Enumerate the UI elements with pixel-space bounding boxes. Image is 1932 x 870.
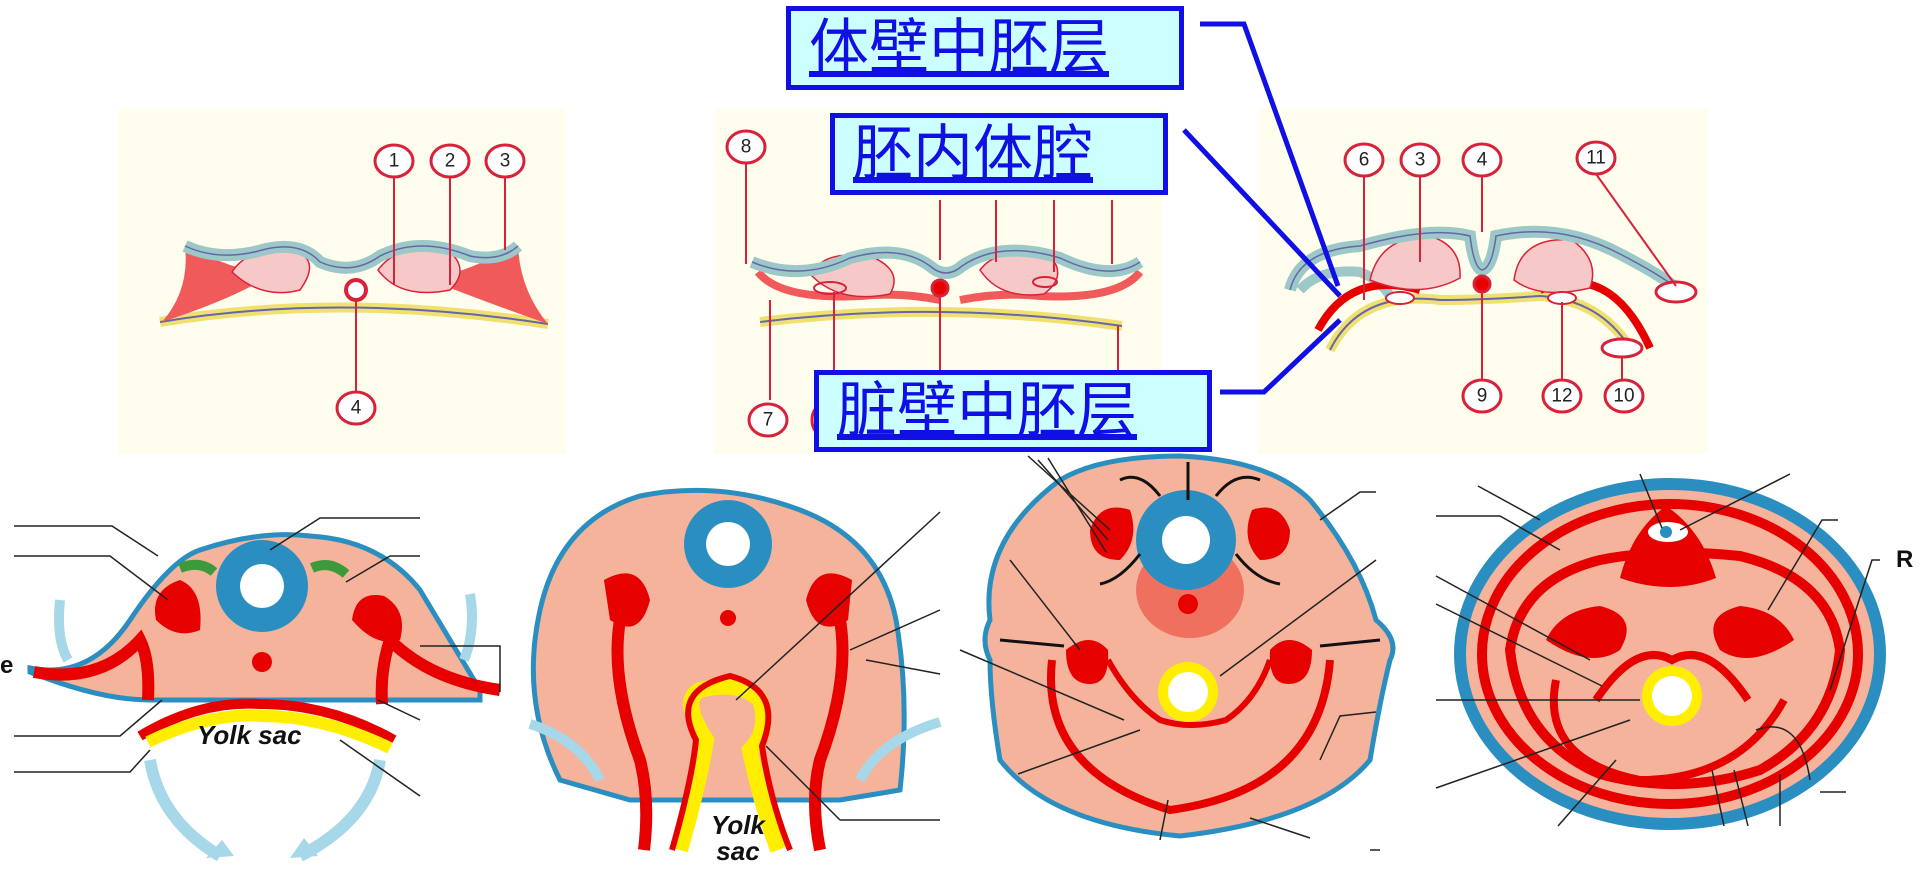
svg-text:10: 10 <box>1613 386 1634 407</box>
notochord-b2 <box>720 610 736 626</box>
edge-label-left: e <box>0 652 13 680</box>
label-3: 3 <box>486 145 524 177</box>
svg-text:4: 4 <box>351 398 362 419</box>
label-3b: 3 <box>1401 144 1439 176</box>
callout-somatic-mesoderm-text: 体壁中胚层 <box>809 18 1109 78</box>
label-10: 10 <box>1605 380 1643 412</box>
callout-splanchnic-mesoderm: 脏壁中胚层 <box>814 370 1212 452</box>
svg-text:1: 1 <box>389 151 400 172</box>
notochord <box>346 280 366 300</box>
label-12: 12 <box>1543 380 1581 412</box>
yolk-sac-label-2-line2: sac <box>696 838 780 864</box>
callout-intraembryonic-coelom-text: 胚内体腔 <box>853 124 1093 184</box>
neural-canal-2 <box>706 522 750 566</box>
label-4b: 4 <box>1463 144 1501 176</box>
callout-somatic-mesoderm: 体壁中胚层 <box>786 6 1184 90</box>
svg-text:8: 8 <box>741 137 752 158</box>
notochord-2 <box>932 280 948 296</box>
neural-canal-3 <box>1162 516 1210 564</box>
svg-text:12: 12 <box>1551 386 1572 407</box>
callout-intraembryonic-coelom: 胚内体腔 <box>830 113 1168 195</box>
svg-text:3: 3 <box>500 151 511 172</box>
label-2: 2 <box>431 145 469 177</box>
label-8: 8 <box>727 131 765 163</box>
svg-text:9: 9 <box>1477 386 1488 407</box>
svg-text:11: 11 <box>1586 148 1606 169</box>
svg-text:2: 2 <box>445 151 456 172</box>
label-9: 9 <box>1463 380 1501 412</box>
yolk-sac-label-1: Yolk sac <box>197 722 302 748</box>
bottom-panel-3 <box>960 456 1393 850</box>
bottom-panel-2 <box>530 490 940 850</box>
fold-arrows-bottom-1 <box>150 760 380 856</box>
notochord-b1 <box>252 652 272 672</box>
yolk-sac-label-2: Yolk sac <box>696 812 780 864</box>
label-4: 4 <box>337 392 375 424</box>
callout-splanchnic-mesoderm-text: 脏壁中胚层 <box>837 381 1137 441</box>
yolk-sac-label-2-line1: Yolk <box>696 812 780 838</box>
label-1: 1 <box>375 145 413 177</box>
gut-lumen-4 <box>1652 676 1692 716</box>
svg-text:7: 7 <box>763 410 774 431</box>
edge-label-right: R <box>1896 546 1913 574</box>
label-11: 11 <box>1577 142 1615 174</box>
label-7: 7 <box>749 404 787 436</box>
svg-text:4: 4 <box>1477 150 1488 171</box>
cavity-left-3 <box>1386 292 1414 304</box>
top-panel-1: 1 2 3 4 <box>118 108 566 454</box>
bottom-panel-4 <box>1436 474 1886 830</box>
yolk-connection-3 <box>1602 339 1642 357</box>
label-6: 6 <box>1345 144 1383 176</box>
svg-text:3: 3 <box>1415 150 1426 171</box>
neural-canal-1 <box>240 564 284 608</box>
notochord-b3 <box>1178 594 1198 614</box>
notochord-3 <box>1474 276 1490 292</box>
bottom-panel-1 <box>14 518 500 858</box>
gut-lumen-3 <box>1168 672 1208 712</box>
svg-text:6: 6 <box>1359 150 1370 171</box>
